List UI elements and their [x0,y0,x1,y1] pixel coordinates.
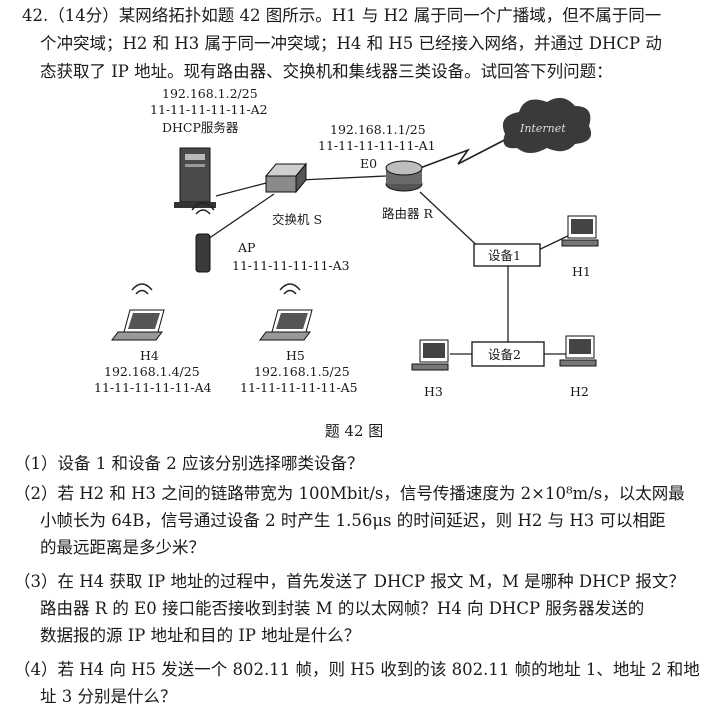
host-h5-laptop: H5 192.168.1.5/25 11-11-11-11-11-A5 [240,283,358,395]
internet-label: Internet [519,122,566,135]
question-intro-line-1: 42.（14分）某网络拓扑如题 42 图所示。H1 与 H2 属于同一个广播域，… [22,6,662,25]
router-name: 路由器 R [382,206,433,221]
part-2-line-3: 的最远距离是多少米？ [40,538,205,557]
internet-cloud: Internet [502,97,592,153]
h5-ip: 192.168.1.5/25 [254,364,350,379]
device-1: 设备1 [473,243,541,267]
host-h3: H3 [411,339,449,399]
host-h2: H2 [559,335,597,399]
part-2-line-1: （2）若 H2 和 H3 之间的链路带宽为 100Mbit/s，信号传播速度为 … [14,484,685,503]
h4-label: H4 [140,348,159,363]
ap-mac: 11-11-11-11-11-A3 [232,258,350,273]
h2-label: H2 [570,384,589,399]
switch-s: 交换机 S [264,162,322,227]
h4-mac: 11-11-11-11-11-A4 [94,380,212,395]
access-point: AP 11-11-11-11-11-A3 [191,202,350,273]
router-r: 192.168.1.1/25 11-11-11-11-11-A1 E0 路由器 … [318,122,436,221]
h5-label: H5 [286,348,305,363]
h4-ip: 192.168.1.4/25 [104,364,200,379]
part-4-line-1: （4）若 H4 向 H5 发送一个 802.11 帧，则 H5 收到的该 802… [14,660,700,679]
router-ip: 192.168.1.1/25 [330,122,426,137]
host-h4-laptop: H4 192.168.1.4/25 11-11-11-11-11-A4 [94,283,212,395]
figure-caption: 题 42 图 [324,422,384,440]
switch-name: 交换机 S [272,212,322,227]
part-3-line-2: 路由器 R 的 E0 接口能否接收到封装 M 的以太网帧？H4 向 DHCP 服… [40,599,645,618]
dhcp-server-mac: 11-11-11-11-11-A2 [150,102,268,117]
part-3-line-1: （3）在 H4 获取 IP 地址的过程中，首先发送了 DHCP 报文 M，M 是… [14,572,685,591]
device-2: 设备2 [471,341,545,367]
dhcp-server: 192.168.1.2/25 11-11-11-11-11-A2 DHCP服务器 [150,86,268,208]
part-4-line-2: 址 3 分别是什么？ [40,687,177,706]
router-iface: E0 [360,156,377,171]
question-intro-line-2: 个冲突域；H2 和 H3 属于同一冲突域；H4 和 H5 已经接入网络，并通过 … [40,34,662,53]
h1-label: H1 [572,264,591,279]
network-topology-diagram: Internet 192.168.1.2/25 11-11-11-11-11-A… [94,86,599,399]
host-h1: H1 [561,215,599,279]
h3-label: H3 [424,384,443,399]
device-2-label: 设备2 [488,347,521,362]
h5-mac: 11-11-11-11-11-A5 [240,380,358,395]
dhcp-server-name: DHCP服务器 [162,120,239,135]
device-1-label: 设备1 [488,248,521,263]
network-links [207,131,573,355]
dhcp-server-ip: 192.168.1.2/25 [162,86,258,101]
part-1-line-1: （1）设备 1 和设备 2 应该分别选择哪类设备？ [14,454,364,473]
part-2-line-2: 小帧长为 64B，信号通过设备 2 时产生 1.56μs 的时间延迟，则 H2 … [40,511,666,530]
ap-name: AP [237,240,255,255]
question-intro-line-3: 态获取了 IP 地址。现有路由器、交换机和集线器三类设备。试回答下列问题： [40,62,613,81]
part-3-line-3: 数据报的源 IP 地址和目的 IP 地址是什么？ [40,626,361,645]
router-mac: 11-11-11-11-11-A1 [318,138,436,153]
